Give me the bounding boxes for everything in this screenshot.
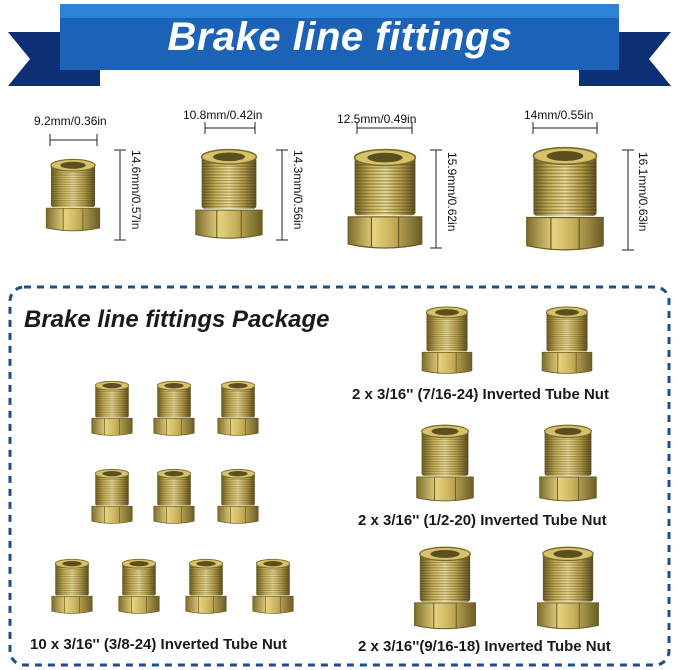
group-9-16-18-images: [413, 546, 600, 630]
fitting-image-2: [195, 148, 263, 239]
fitting-image-4: [525, 146, 605, 251]
dim-width-2: 10.8mm/0.42in: [183, 108, 263, 122]
package-title: Brake line fittings Package: [24, 306, 330, 333]
dim-height-2: 14.3mm/0.56in: [291, 150, 305, 230]
dim-height-1: 14.6mm/0.57in: [129, 150, 143, 230]
dim-width-4: 14mm/0.55in: [524, 108, 594, 122]
group-1-2-20-images: [416, 424, 597, 502]
dim-width-1: 9.2mm/0.36in: [34, 114, 107, 128]
banner-title: Brake line fittings: [167, 15, 513, 59]
dim-height-4: 16.1mm/0.63in: [636, 152, 650, 232]
dim-height-3: 15.9mm/0.62in: [445, 152, 459, 232]
size-chart: [45, 122, 634, 251]
caption-7-16-24: 2 x 3/16'' (7/16-24) Inverted Tube Nut: [352, 386, 609, 403]
group-3-8-24-images: [51, 380, 294, 614]
fitting-image-3: [347, 148, 423, 249]
package-frame: [8, 285, 671, 667]
title-banner: [8, 4, 671, 86]
caption-1-2-20: 2 x 3/16'' (1/2-20) Inverted Tube Nut: [358, 512, 607, 529]
caption-9-16-18: 2 x 3/16''(9/16-18) Inverted Tube Nut: [358, 638, 611, 655]
caption-3-8-24: 10 x 3/16'' (3/8-24) Inverted Tube Nut: [30, 636, 287, 653]
fitting-image-1: [45, 158, 101, 232]
group-7-16-24-images: [421, 306, 593, 374]
dim-width-3: 12.5mm/0.49in: [337, 112, 417, 126]
